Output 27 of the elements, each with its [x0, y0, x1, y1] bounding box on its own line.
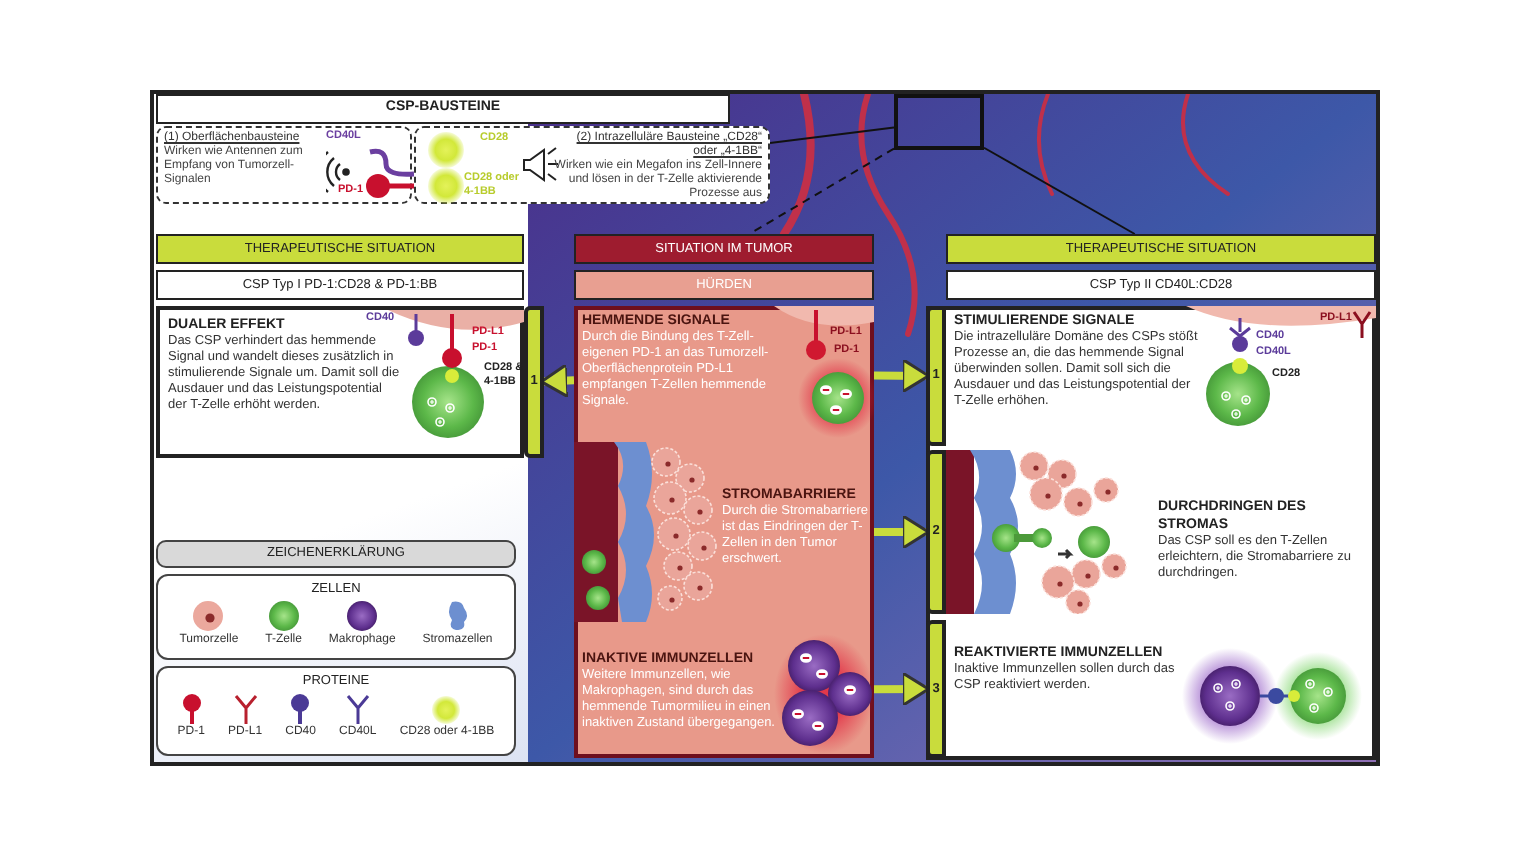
legend-panel — [156, 574, 516, 660]
header-bar — [156, 234, 524, 264]
arrow — [874, 517, 930, 547]
dashed-info-box — [414, 126, 770, 204]
header-bar — [156, 270, 524, 300]
legend-title-bar — [156, 540, 516, 568]
header-bar — [574, 270, 874, 300]
number-tab — [524, 306, 544, 458]
dashed-info-box — [156, 126, 412, 204]
legend-panel — [156, 666, 516, 756]
header-bar — [156, 94, 730, 124]
header-bar — [946, 234, 1376, 264]
connector-line — [983, 146, 1136, 235]
therapy-panel — [926, 306, 1376, 760]
arrow — [873, 361, 930, 390]
arrow — [874, 675, 930, 704]
header-bar — [946, 270, 1376, 300]
header-bar — [574, 234, 874, 264]
connector-line — [748, 147, 895, 235]
number-tab — [926, 450, 946, 614]
info-panel — [156, 306, 524, 458]
number-tab — [926, 620, 946, 758]
tumor-panel — [574, 306, 874, 758]
zoom-frame — [894, 94, 984, 150]
number-tab — [926, 306, 946, 446]
connector-line — [769, 126, 895, 144]
arrow — [540, 366, 575, 395]
